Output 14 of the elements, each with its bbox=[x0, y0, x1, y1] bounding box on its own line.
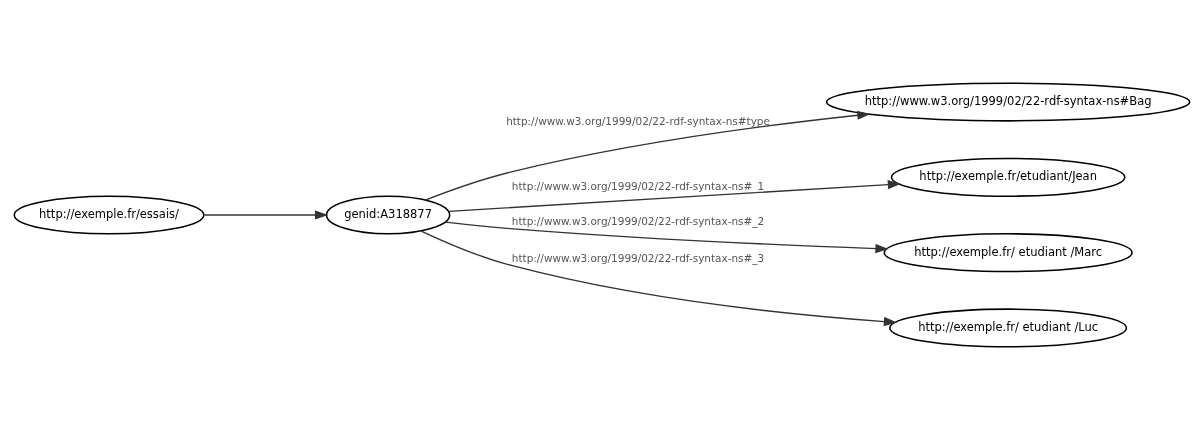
node-ellipse: genid:A318877 bbox=[325, 195, 451, 235]
node-ellipse: http://exemple.fr/ etudiant /Luc bbox=[889, 308, 1128, 348]
edge-label: http://www.w3.org/1999/02/22-rdf-syntax-ns#_2 bbox=[511, 215, 765, 228]
arrow bbox=[203, 210, 329, 220]
edge-label: http://www.w3.org/1999/02/22-rdf-syntax-ns#_1 bbox=[511, 179, 765, 192]
arrow bbox=[420, 230, 898, 327]
edge-label: http://www.w3.org/1999/02/22-rdf-syntax-ns#type bbox=[506, 115, 770, 128]
arrow bbox=[424, 110, 871, 201]
arrow bbox=[444, 221, 889, 254]
node-ellipse: http://exemple.fr/ etudiant /Marc bbox=[883, 233, 1133, 273]
node-ellipse: http://exemple.fr/etudiant/Jean bbox=[890, 157, 1126, 197]
node-ellipse: http://exemple.fr/essais/ bbox=[13, 195, 205, 235]
edge-label: http://www.w3.org/1999/02/22-rdf-syntax-ns#_3 bbox=[511, 252, 765, 265]
arrow bbox=[447, 180, 901, 213]
